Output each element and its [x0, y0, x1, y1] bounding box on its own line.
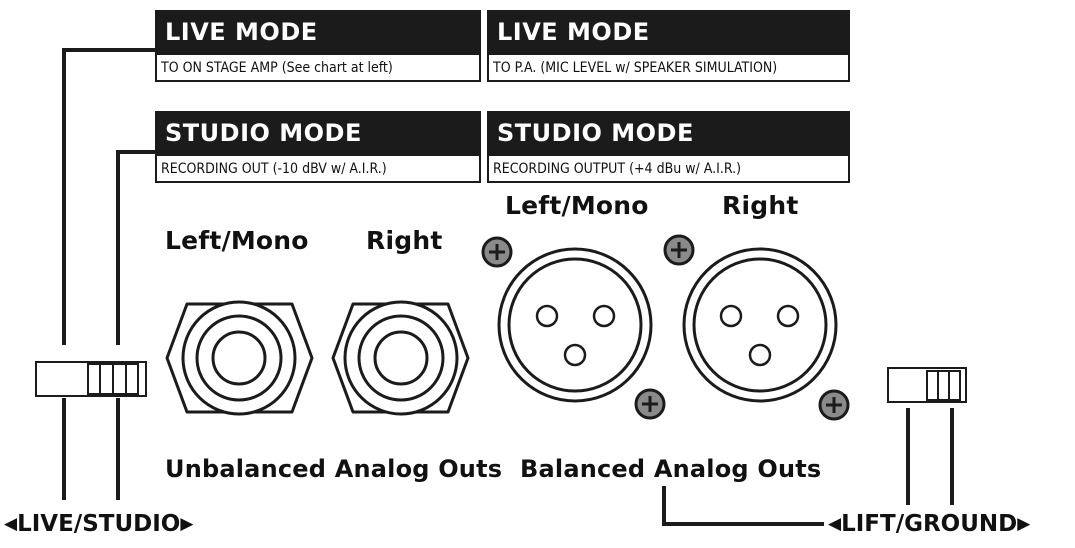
balanced-outs-caption: Balanced Analog Outs	[520, 455, 822, 483]
arrow-right-icon: ▶	[180, 514, 194, 534]
balanced-left-label: Left/Mono	[505, 191, 649, 220]
screw-icon	[634, 388, 666, 420]
live-studio-switch[interactable]	[35, 361, 147, 397]
live-studio-text: LIVE/STUDIO	[17, 511, 181, 537]
balanced-left-xlr[interactable]	[497, 247, 653, 403]
live-mode-left-description: TO ON STAGE AMP (See chart at left)	[155, 53, 481, 82]
unbalanced-left-label: Left/Mono	[165, 226, 309, 255]
live-studio-leader-lines	[62, 48, 157, 500]
lift-ground-switch-label: ◀ LIFT/GROUND ▶	[828, 511, 1030, 537]
unbalanced-right-label: Right	[366, 226, 443, 255]
live-studio-switch-label: ◀ LIVE/STUDIO ▶	[4, 511, 193, 537]
lift-ground-switch[interactable]	[887, 367, 967, 403]
unbalanced-right-jack[interactable]	[331, 300, 470, 416]
studio-mode-left-description: RECORDING OUT (-10 dBV w/ A.I.R.)	[155, 154, 481, 183]
unbalanced-outs-caption: Unbalanced Analog Outs	[165, 455, 503, 483]
studio-mode-right-heading: STUDIO MODE	[487, 111, 850, 154]
lift-ground-text: LIFT/GROUND	[841, 511, 1018, 537]
arrow-left-icon: ◀	[828, 514, 842, 534]
balanced-right-xlr[interactable]	[682, 247, 838, 403]
live-mode-right-heading: LIVE MODE	[487, 10, 850, 53]
live-mode-right-description: TO P.A. (MIC LEVEL w/ SPEAKER SIMULATION…	[487, 53, 850, 82]
lift-ground-leader-lines	[662, 408, 954, 526]
unbalanced-left-jack[interactable]	[165, 300, 314, 416]
studio-mode-right-description: RECORDING OUTPUT (+4 dBu w/ A.I.R.)	[487, 154, 850, 183]
live-mode-left-heading: LIVE MODE	[155, 10, 481, 53]
screw-icon	[481, 236, 513, 268]
arrow-right-icon: ▶	[1017, 514, 1031, 534]
balanced-right-label: Right	[722, 191, 799, 220]
arrow-left-icon: ◀	[4, 514, 18, 534]
screw-icon	[818, 389, 850, 421]
studio-mode-left-heading: STUDIO MODE	[155, 111, 481, 154]
screw-icon	[663, 234, 695, 266]
